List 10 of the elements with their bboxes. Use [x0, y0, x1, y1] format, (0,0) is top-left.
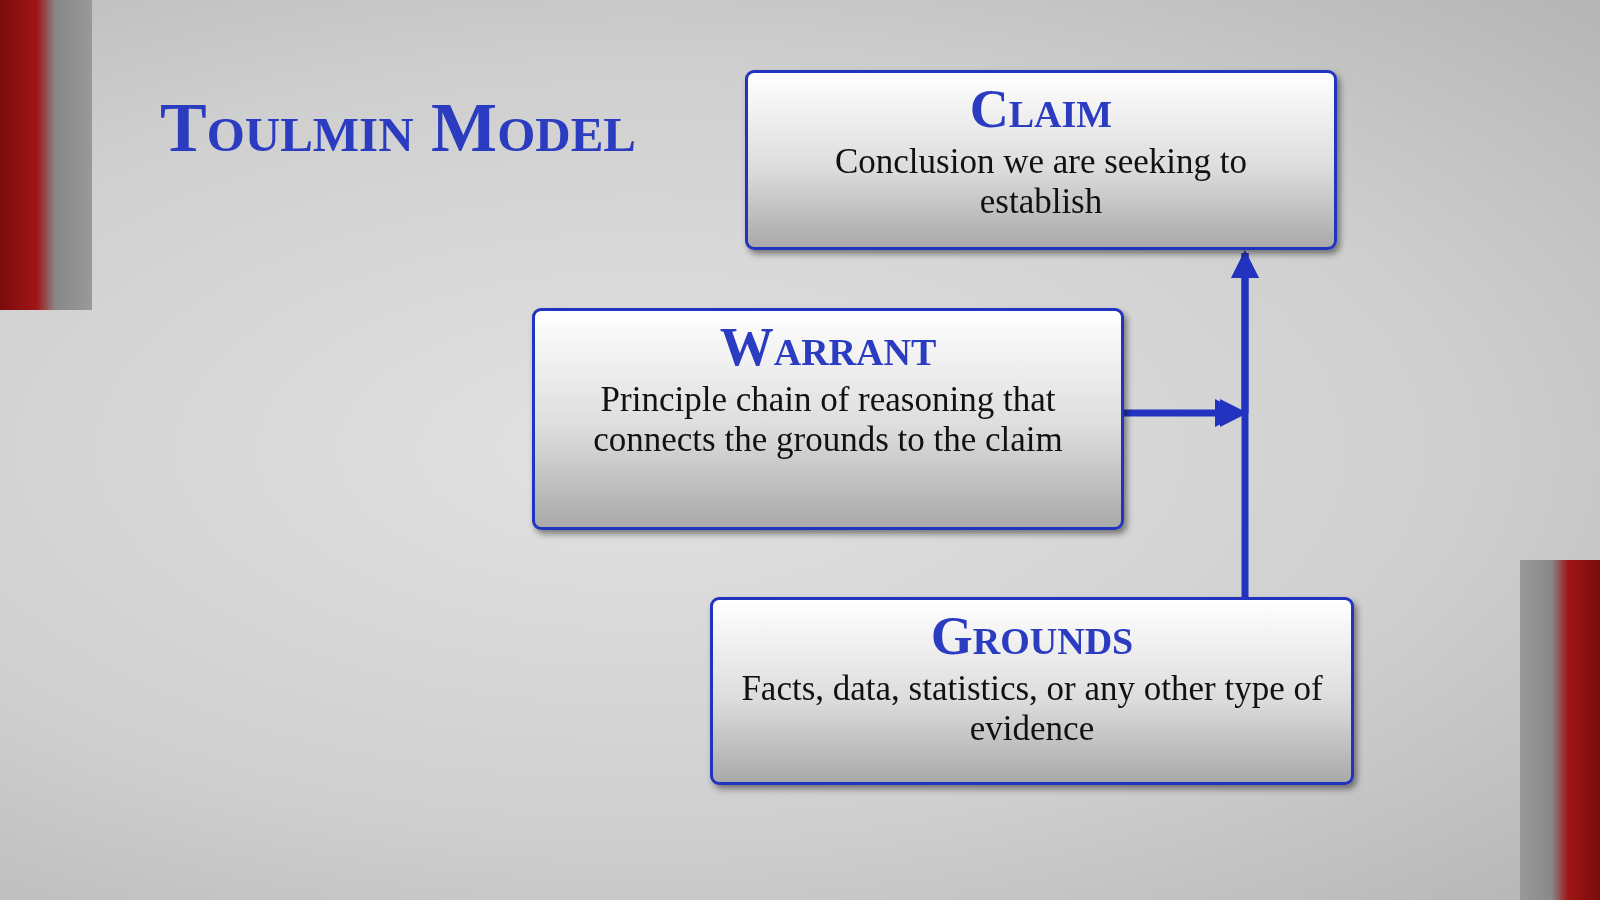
box-heading: Claim — [969, 81, 1113, 138]
box-heading: Warrant — [719, 319, 937, 376]
title: Toulmin Model — [160, 88, 636, 168]
box-description: Principle chain of reasoning that connects the grounds to the claim — [592, 379, 1064, 461]
grounds-box — [710, 597, 1354, 785]
box-description: Conclusion we are seeking to establish — [833, 141, 1249, 223]
box-description: Facts, data, statistics, or any other type of evidence — [740, 668, 1324, 750]
warrant-box — [532, 308, 1124, 530]
claim-box — [745, 70, 1337, 250]
box-heading: Grounds — [930, 608, 1134, 665]
